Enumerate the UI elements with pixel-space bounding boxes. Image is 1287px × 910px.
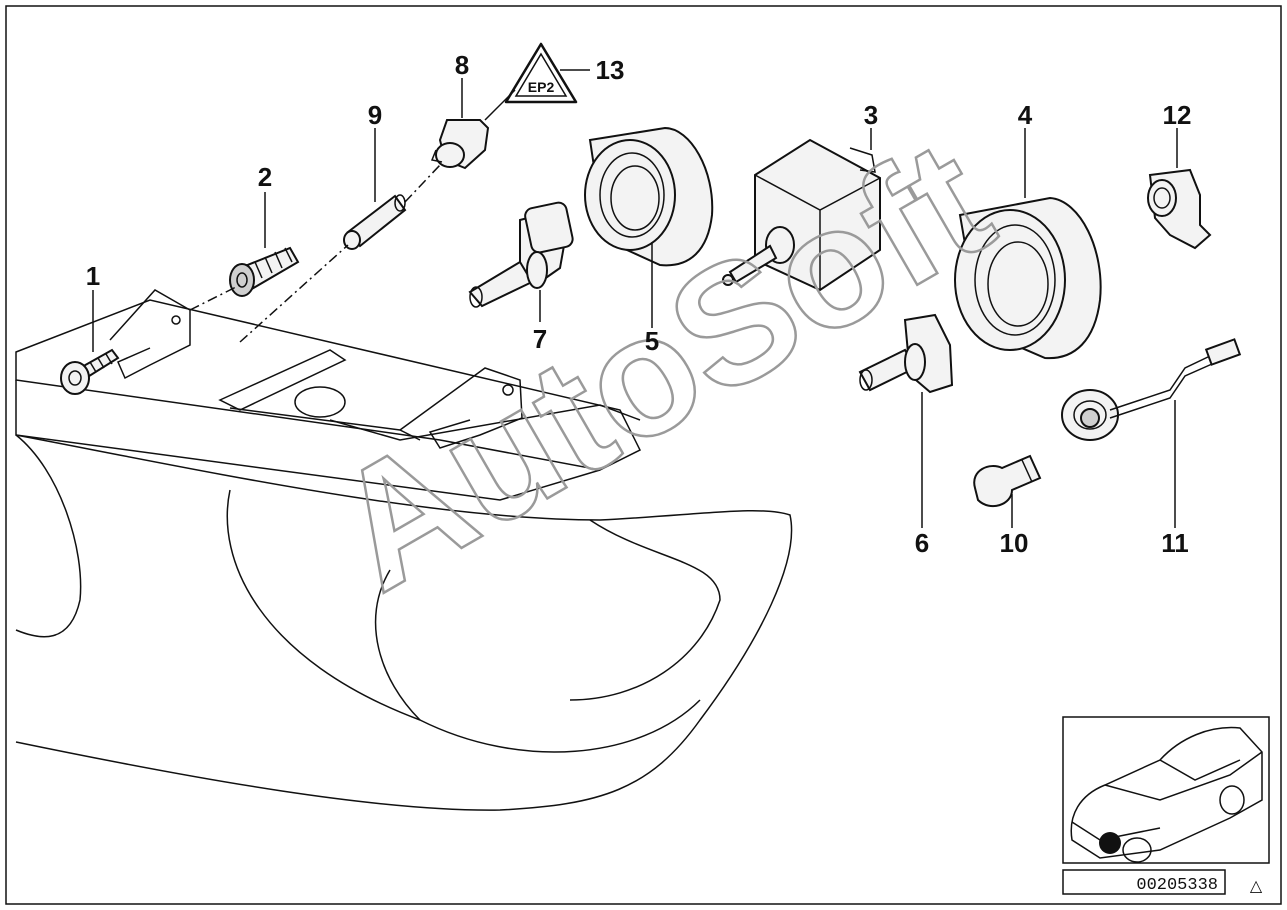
callout-9: 9 bbox=[368, 100, 382, 130]
callout-8: 8 bbox=[455, 50, 469, 80]
leader-lines bbox=[92, 69, 1178, 528]
part-8-socket bbox=[430, 119, 490, 170]
part-3-ballast bbox=[722, 138, 881, 292]
part-11-connector bbox=[1061, 338, 1242, 441]
callout-7: 7 bbox=[533, 324, 547, 354]
callout-numbers: 1 2 3 4 5 6 7 8 9 10 11 12 13 bbox=[86, 50, 1192, 558]
reference-box: 00205338 bbox=[1062, 869, 1226, 895]
location-marker bbox=[1099, 832, 1121, 854]
part-1-screw bbox=[60, 348, 120, 395]
callout-5: 5 bbox=[645, 326, 659, 356]
callout-1: 1 bbox=[86, 261, 100, 291]
part-9-bulb bbox=[343, 194, 407, 250]
callout-10: 10 bbox=[1000, 528, 1029, 558]
callout-12: 12 bbox=[1163, 100, 1192, 130]
callout-6: 6 bbox=[915, 528, 929, 558]
part-13-warning-label: EP2 bbox=[504, 42, 578, 104]
callout-4: 4 bbox=[1018, 100, 1033, 130]
callout-3: 3 bbox=[864, 100, 878, 130]
part-12-socket bbox=[1147, 168, 1212, 250]
vehicle-location-inset bbox=[1062, 716, 1270, 864]
callout-11: 11 bbox=[1161, 528, 1189, 558]
part-10-bulb bbox=[973, 454, 1042, 508]
reference-number: 00205338 bbox=[1136, 876, 1218, 895]
part-4-ring bbox=[954, 196, 1102, 360]
callout-2: 2 bbox=[258, 162, 272, 192]
part-7-bulb bbox=[468, 201, 574, 308]
callout-13: 13 bbox=[596, 55, 625, 85]
diagram-frame bbox=[5, 5, 1282, 905]
warning-label-text: EP2 bbox=[528, 79, 555, 95]
part-6-bulb bbox=[858, 313, 954, 394]
part-2-adjuster bbox=[229, 246, 300, 297]
corner-triangle-icon: △ bbox=[1250, 876, 1263, 895]
part-5-ring bbox=[584, 126, 714, 267]
headlight-housing bbox=[15, 289, 793, 811]
